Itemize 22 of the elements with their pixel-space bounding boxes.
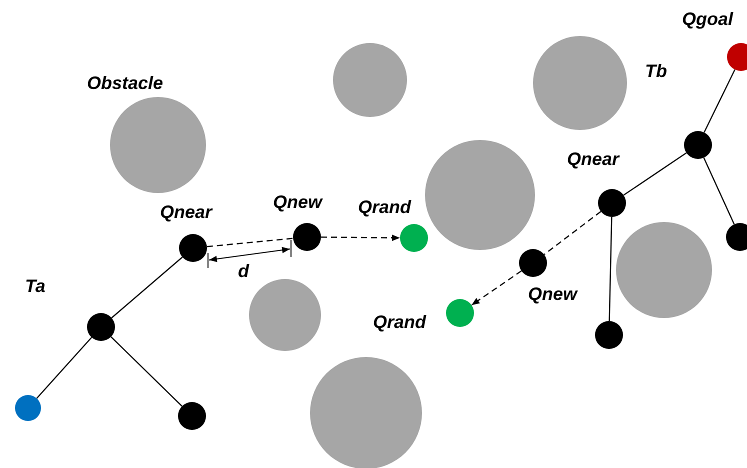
tree-label: Tb — [645, 62, 667, 80]
node-label: Qnear — [160, 203, 212, 221]
arrow — [471, 270, 522, 306]
node-label: Qrand — [373, 313, 426, 331]
connector-line — [206, 238, 294, 248]
connector-line — [703, 157, 735, 225]
node-label: Qrand — [358, 198, 412, 216]
node-label: Qgoal — [682, 10, 734, 28]
dimension-label: d — [238, 262, 249, 280]
connector-line — [608, 216, 612, 322]
node-label: Obstacle — [87, 74, 164, 92]
connector-line — [36, 337, 92, 399]
connector-line — [110, 336, 182, 407]
node-label: Qnew — [273, 193, 322, 211]
node-label: Qnear — [567, 150, 620, 168]
connector-line — [544, 211, 602, 255]
tree-label: Ta — [25, 277, 46, 295]
connector-line — [704, 69, 736, 133]
node-label: Qnew — [528, 285, 578, 303]
connector-line — [623, 152, 687, 196]
connector-line — [111, 256, 183, 318]
arrow — [321, 234, 400, 241]
